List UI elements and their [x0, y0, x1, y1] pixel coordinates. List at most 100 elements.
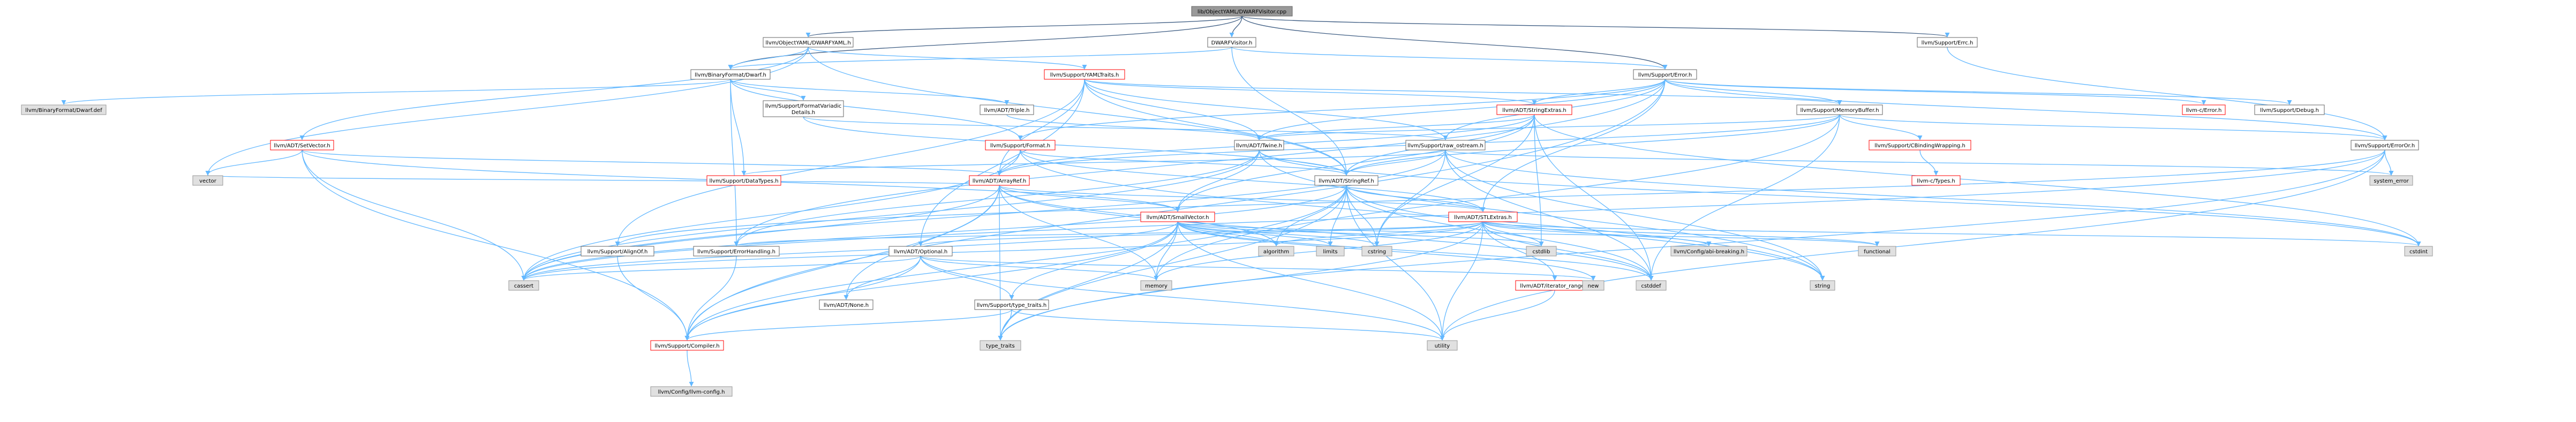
edge-dwarfvisitor-to-stringref	[1231, 47, 1349, 176]
node-alignof[interactable]: llvm/Support/AlignOf.h	[581, 246, 654, 257]
node-box	[1526, 246, 1557, 257]
edge-iteratorrange-to-utility	[1440, 290, 1555, 341]
node-label: llvm/Support/Compiler.h	[654, 343, 719, 349]
node-compiler[interactable]: llvm/Support/Compiler.h	[650, 340, 724, 351]
node-box	[1405, 140, 1486, 150]
node-box	[888, 246, 953, 257]
node-optional[interactable]: llvm/ADT/Optional.h	[888, 246, 953, 257]
node-label: llvm/Support/CBindingWrapping.h	[1874, 143, 1965, 149]
edge-typetraits_s-to-compiler	[684, 309, 1012, 341]
node-label: llvm/Support/AlignOf.h	[587, 249, 648, 255]
node-label: Details.h	[792, 110, 815, 116]
node-triple[interactable]: llvm/ADT/Triple.h	[980, 104, 1034, 115]
node-box	[1636, 280, 1667, 291]
node-label: llvm/Support/Error.h	[1638, 72, 1692, 78]
edge-error-to-memorybuffer	[1664, 79, 1842, 105]
edge-dwarfvisitor-to-error	[1231, 47, 1668, 70]
node-box	[650, 386, 733, 397]
node-label: llvm/Support/Debug.h	[2260, 108, 2319, 114]
node-box	[192, 175, 223, 186]
node-smallvector[interactable]: llvm/ADT/SmallVector.h	[1140, 212, 1215, 222]
node-dwarfyaml[interactable]: llvm/ObjectYAML/DWARFYAML.h	[763, 37, 854, 48]
edge-yamltraits-to-stringextras	[1084, 79, 1537, 105]
node-label: llvm/Support/FormatVariadic	[765, 103, 842, 109]
node-box	[706, 175, 781, 186]
edge-root-to-bindwarf	[728, 16, 1242, 70]
edge-stringref-to-cassert	[521, 185, 1347, 281]
node-label: limits	[1323, 249, 1337, 255]
node-arrayref[interactable]: llvm/ADT/ArrayRef.h	[969, 175, 1030, 186]
node-label: algorithm	[1263, 249, 1289, 255]
edge-root-to-errc	[1241, 16, 1949, 37]
edge-erroror-to-systemerror	[2384, 149, 2394, 176]
node-setvector[interactable]: llvm/ADT/SetVector.h	[270, 140, 334, 150]
node-systemerror: system_error	[2369, 175, 2413, 186]
edge-arrayref-to-memory	[999, 185, 1159, 281]
node-cerror[interactable]: llvm-c/Error.h	[2182, 104, 2226, 115]
node-memorybuffer[interactable]: llvm/Support/MemoryBuffer.h	[1796, 104, 1883, 115]
node-box	[690, 69, 771, 80]
edge-smallvector-to-compiler	[684, 221, 1178, 341]
edge-stringref-to-utility	[1346, 185, 1445, 341]
edge-twine-to-string	[1259, 149, 1825, 281]
edge-erroror-to-utility	[1440, 149, 2385, 341]
node-errc[interactable]: llvm/Support/Errc.h	[1917, 37, 1978, 48]
node-box	[974, 299, 1049, 310]
edge-stlextras-to-iteratorrange	[1482, 221, 1557, 281]
node-rawostream[interactable]: llvm/Support/raw_ostream.h	[1405, 140, 1486, 150]
edge-bindwarf-to-fmtvariadic	[730, 79, 806, 101]
node-box	[1858, 246, 1896, 257]
node-label: llvm-c/Types.h	[1917, 178, 1955, 184]
edge-cbinding-to-ctypes	[1919, 149, 1939, 176]
node-box	[2369, 175, 2413, 186]
node-box	[1361, 246, 1392, 257]
edge-dwarfyaml-to-vector	[205, 47, 809, 176]
node-cbinding[interactable]: llvm/Support/CBindingWrapping.h	[1869, 140, 1971, 150]
edge-twine-to-cstdint	[1259, 149, 2421, 246]
node-box	[1917, 37, 1978, 48]
node-iteratorrange[interactable]: llvm/ADT/iterator_range.h	[1515, 280, 1594, 291]
node-cstdlib: cstdlib	[1526, 246, 1557, 257]
node-stlextras[interactable]: llvm/ADT/STLExtras.h	[1448, 212, 1518, 222]
node-typetraits_s[interactable]: llvm/Support/type_traits.h	[974, 299, 1049, 310]
node-yamltraits[interactable]: llvm/Support/YAMLTraits.h	[1044, 69, 1125, 80]
node-typetraits: type_traits	[980, 340, 1021, 351]
edge-rawostream-to-datatypes	[741, 149, 1446, 176]
node-label: llvm/Support/DataTypes.h	[709, 178, 778, 184]
edge-smallvector-to-utility	[1177, 221, 1445, 341]
node-stringextras[interactable]: llvm/ADT/StringExtras.h	[1496, 104, 1572, 115]
node-error[interactable]: llvm/Support/Error.h	[1633, 69, 1697, 80]
edge-yamltraits-to-rawostream	[1084, 79, 1448, 140]
node-label: llvm/Support/MemoryBuffer.h	[1800, 108, 1879, 114]
node-box	[1258, 246, 1294, 257]
node-debug[interactable]: llvm/Support/Debug.h	[2254, 104, 2325, 115]
edge-smallvector-to-limits	[1177, 221, 1333, 246]
node-bindwarf[interactable]: llvm/BinaryFormat/Dwarf.h	[690, 69, 771, 80]
node-box	[763, 37, 854, 48]
edge-smallvector-to-functional	[1177, 221, 1880, 246]
node-box	[270, 140, 334, 150]
node-box	[1234, 140, 1284, 150]
node-errorhandling[interactable]: llvm/Support/ErrorHandling.h	[693, 246, 780, 257]
node-datatypes[interactable]: llvm/Support/DataTypes.h	[706, 175, 781, 186]
node-label: llvm/ObjectYAML/DWARFYAML.h	[765, 40, 850, 46]
node-label: llvm/ADT/iterator_range.h	[1520, 283, 1589, 289]
node-format[interactable]: llvm/Support/Format.h	[985, 140, 1056, 150]
node-none[interactable]: llvm/ADT/None.h	[819, 299, 873, 310]
node-dwarfvisitor[interactable]: DWARFVisitor.h	[1207, 37, 1256, 48]
node-label: string	[1815, 283, 1831, 289]
edge-stlextras-to-cstdlib	[1482, 221, 1544, 246]
node-stringref[interactable]: llvm/ADT/StringRef.h	[1314, 175, 1379, 186]
node-root: lib/ObjectYAML/DWARFVisitor.cpp	[1191, 6, 1293, 17]
node-box	[1140, 280, 1172, 291]
node-box	[1582, 280, 1605, 291]
node-ctypes[interactable]: llvm-c/Types.h	[1911, 175, 1961, 186]
edge-bindwarf-to-errorhandling	[730, 79, 739, 246]
node-twine[interactable]: llvm/ADT/Twine.h	[1234, 140, 1284, 150]
node-label: llvm/ADT/None.h	[824, 303, 869, 308]
edge-error-to-format	[1018, 79, 1666, 140]
node-algorithm: algorithm	[1258, 246, 1294, 257]
node-erroror[interactable]: llvm/Support/ErrorOr.h	[2351, 140, 2419, 150]
